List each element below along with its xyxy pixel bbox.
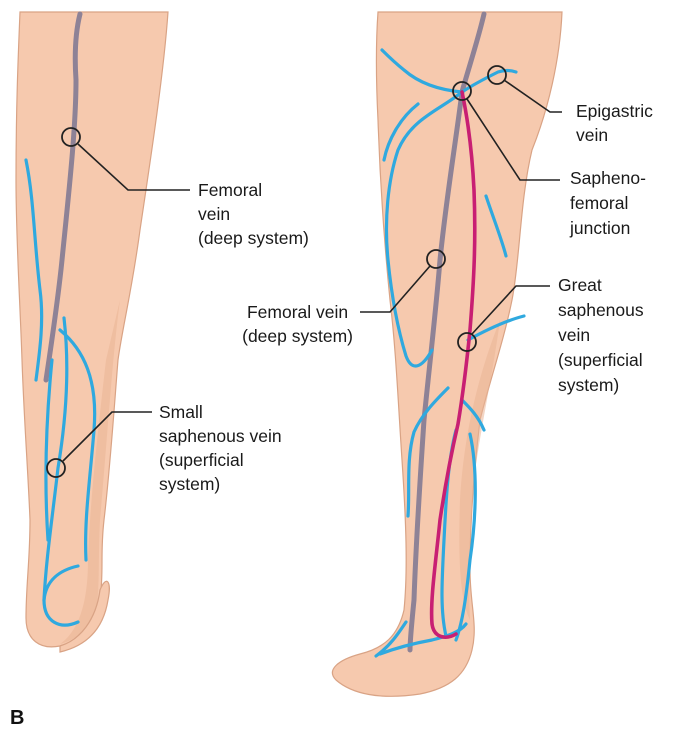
right-epigastric-label-line-2: vein <box>576 125 608 145</box>
right-femoral-label-line-1: Femoral vein <box>247 302 348 322</box>
left-small-saphenous-label-line-3: (superficial <box>159 450 244 470</box>
panel-letter: B <box>10 707 24 729</box>
left-femoral-label-line-1: Femoral <box>198 180 262 200</box>
right-great-saphenous-label-line-4: (superficial <box>558 350 643 370</box>
left-small-saphenous-label-line-2: saphenous vein <box>159 426 282 446</box>
right-epigastric-label: Epigastric vein <box>576 101 658 145</box>
right-epigastric-label-line-1: Epigastric <box>576 101 653 121</box>
right-great-saphenous-label-line-2: saphenous <box>558 300 644 320</box>
right-great-saphenous-label: Great saphenous vein (superficial system… <box>558 275 649 395</box>
right-saphenofemoral-label-line-1: Sapheno- <box>570 168 646 188</box>
right-femoral-label: Femoral vein (deep system) <box>242 302 353 346</box>
left-femoral-label-line-2: vein <box>198 204 230 224</box>
left-small-saphenous-label: Small saphenous vein (superficial system… <box>159 402 286 494</box>
right-femoral-label-line-2: (deep system) <box>242 326 353 346</box>
right-leg: Epigastric vein Sapheno- femoral junctio… <box>242 12 658 696</box>
left-small-saphenous-label-line-4: system) <box>159 474 220 494</box>
right-saphenofemoral-label: Sapheno- femoral junction <box>569 168 651 238</box>
right-leg-skin <box>332 12 562 696</box>
left-small-saphenous-label-line-1: Small <box>159 402 203 422</box>
left-femoral-label-line-3: (deep system) <box>198 228 309 248</box>
right-great-saphenous-label-line-5: system) <box>558 375 619 395</box>
right-great-saphenous-label-line-1: Great <box>558 275 602 295</box>
right-great-saphenous-label-line-3: vein <box>558 325 590 345</box>
right-saphenofemoral-label-line-2: femoral <box>570 193 628 213</box>
left-femoral-label: Femoral vein (deep system) <box>198 180 309 248</box>
right-saphenofemoral-label-line-3: junction <box>569 218 630 238</box>
